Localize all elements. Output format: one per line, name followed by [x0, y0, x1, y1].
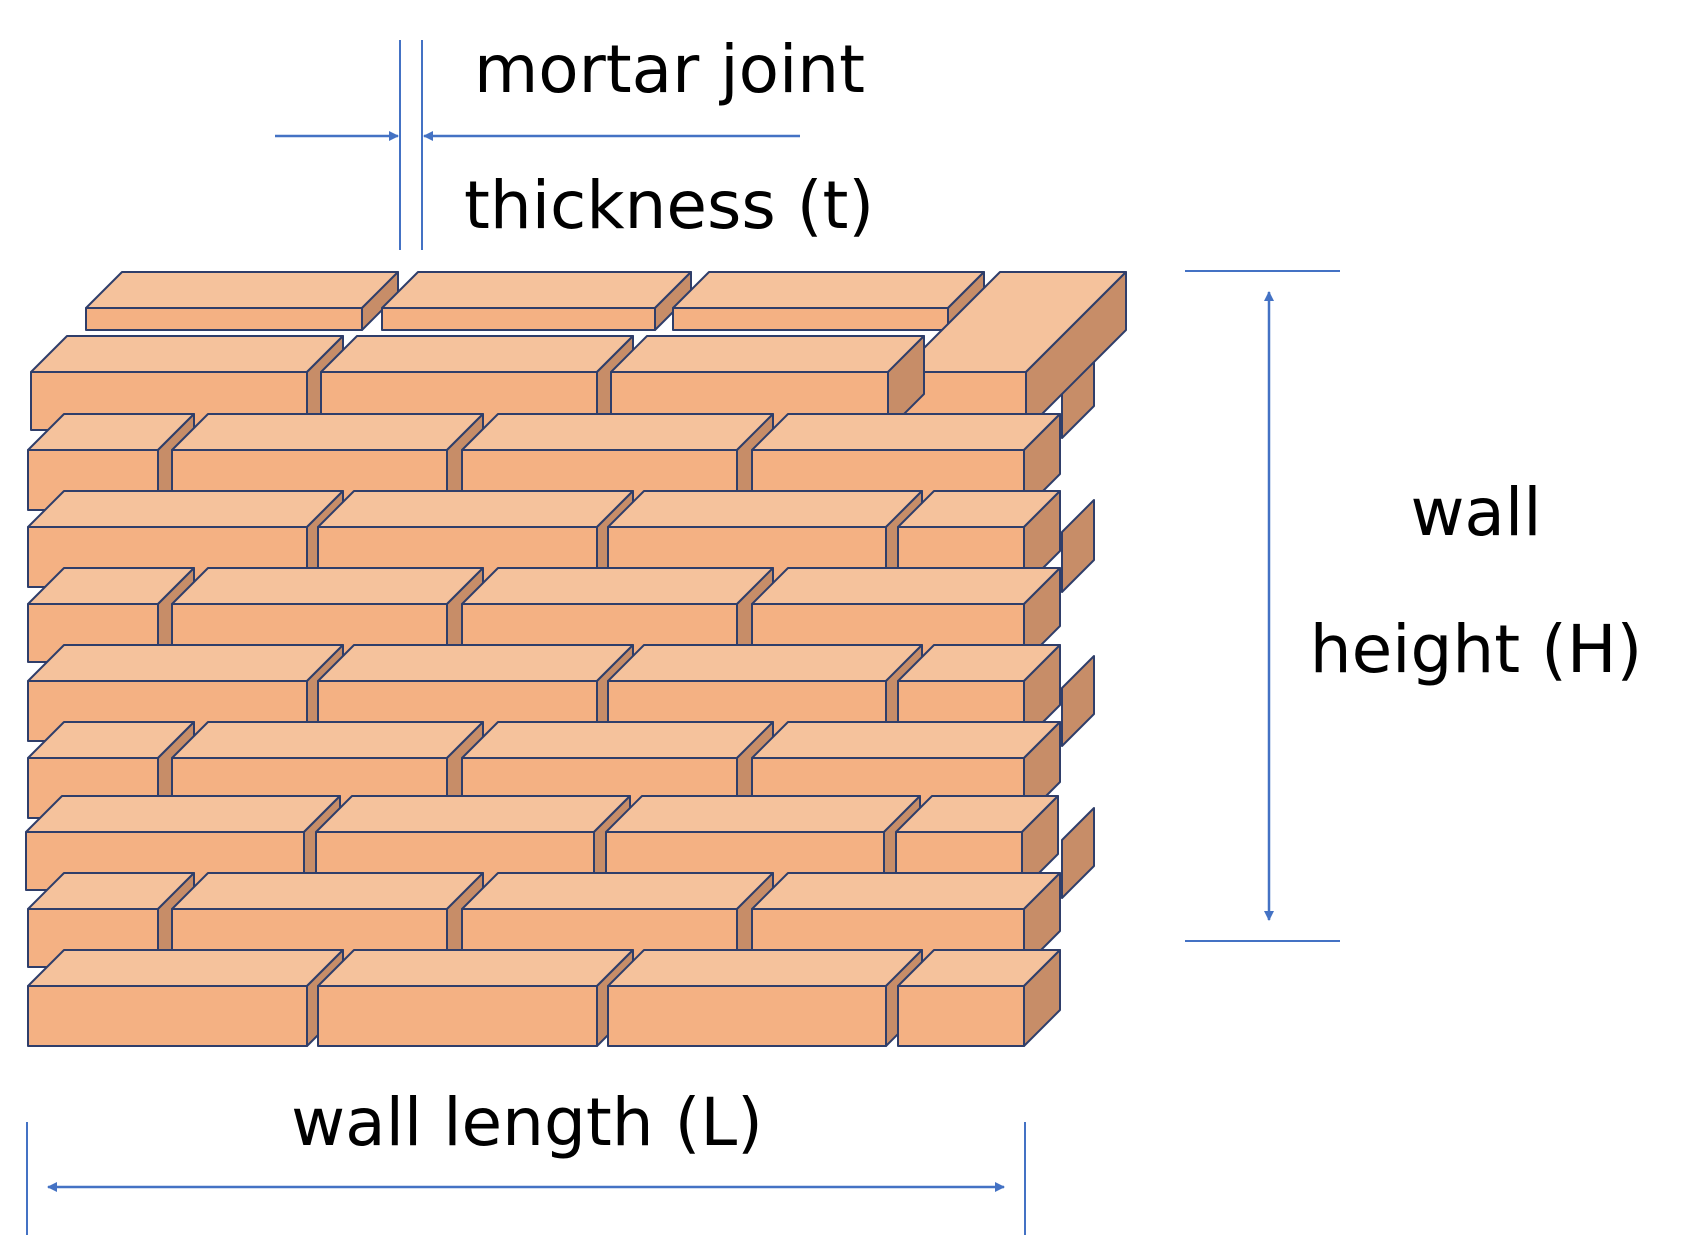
brick [897, 949, 1061, 1047]
wall-height-label-line1: wall [1410, 474, 1541, 551]
brick [85, 271, 399, 331]
brick [27, 949, 344, 1047]
wall-height-dimension: wall height (H) [1185, 270, 1642, 942]
brick [381, 271, 692, 331]
mortar-joint-label-line1: mortar joint [474, 31, 865, 108]
wall-height-label-line2: height (H) [1310, 611, 1642, 688]
brick-end [1061, 655, 1095, 747]
wall-length-dimension: wall length (L) [26, 1084, 1026, 1235]
brick [672, 271, 985, 331]
brick [607, 949, 923, 1047]
mortar-joint-label-line2: thickness (t) [464, 167, 874, 244]
brick-end [1061, 807, 1095, 899]
brick-end [1061, 499, 1095, 593]
brick-wall [25, 271, 1127, 1047]
mortar-joint-dimension: mortar joint thickness (t) [275, 31, 874, 250]
brick [317, 949, 634, 1047]
wall-length-label: wall length (L) [291, 1084, 763, 1161]
